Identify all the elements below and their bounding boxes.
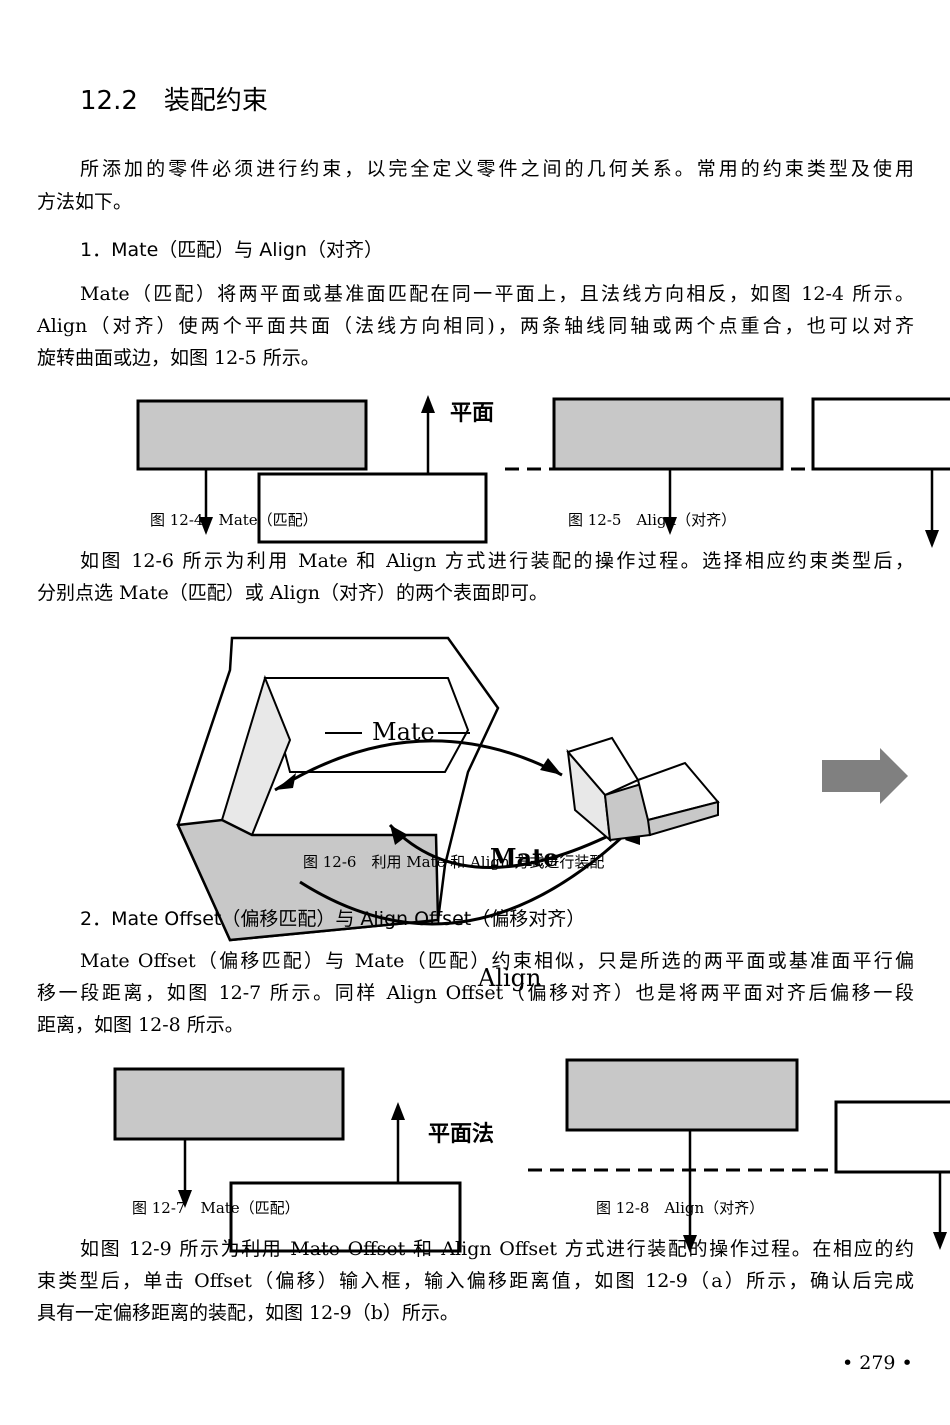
gray-plate bbox=[136, 399, 368, 471]
text-line: 具有一定偏移距离的装配，如图 12-9（b）所示。 bbox=[37, 1302, 459, 1324]
text-line: 旋转曲面或边，如图 12-5 所示。 bbox=[37, 347, 320, 369]
label-plane: 平面 bbox=[450, 400, 494, 426]
arrowhead-down bbox=[933, 1232, 947, 1250]
white-plate bbox=[229, 1181, 462, 1253]
gray-plate bbox=[552, 397, 784, 471]
white-plate bbox=[834, 1100, 950, 1174]
label-align: Align bbox=[477, 964, 542, 992]
white-plate bbox=[257, 472, 488, 544]
arrowhead-down bbox=[178, 1190, 192, 1208]
mate-arc bbox=[274, 739, 563, 792]
housing-top-face bbox=[263, 677, 470, 773]
text-line: 分别点选 Mate（匹配）或 Align（对齐）的两个表面即可。 bbox=[37, 582, 549, 604]
mate-arc-lower bbox=[388, 823, 631, 869]
text-line: 方法如下。 bbox=[37, 191, 133, 213]
text-line: 如图 12-6 所示为利用 Mate 和 Align 方式进行装配的操作过程。选… bbox=[80, 550, 914, 572]
arrowhead bbox=[540, 758, 562, 775]
page-number: • 279 • bbox=[842, 1352, 913, 1374]
text-line: 移一段距离，如图 12-7 所示。同样 Align Offset（偏移对齐）也是… bbox=[37, 982, 914, 1004]
figure-12-4-12-5: 平面 bbox=[136, 395, 950, 548]
arrowhead-down bbox=[663, 517, 677, 535]
arrowhead-down bbox=[683, 1235, 697, 1253]
text-line: 束类型后，单击 Offset（偏移）输入框，输入偏移距离值，如图 12-9（a）… bbox=[37, 1270, 914, 1292]
caption-fig-12-8: 图 12-8 Align（对齐） bbox=[596, 1199, 765, 1217]
caption-fig-12-4: 图 12-4 Mate（匹配） bbox=[150, 511, 318, 529]
arrowhead-up bbox=[391, 1102, 405, 1120]
text-line: Mate Offset（偏移匹配）与 Mate（匹配）约束相似，只是所选的两平面… bbox=[80, 950, 914, 972]
caption-fig-12-6: 图 12-6 利用 Mate 和 Align 方式进行装配 bbox=[303, 853, 605, 871]
subheading-offset: 2．Mate Offset（偏移匹配）与 Align Offset（偏移对齐） bbox=[80, 908, 586, 930]
subheading-mate-align: 1．Mate（匹配）与 Align（对齐） bbox=[80, 239, 383, 261]
text-line: 所添加的零件必须进行约束，以完全定义零件之间的几何关系。常用的约束类型及使用 bbox=[80, 158, 914, 180]
arrowhead bbox=[275, 773, 296, 790]
gray-plate bbox=[565, 1058, 799, 1132]
block-step-front bbox=[646, 800, 719, 837]
caption-fig-12-5: 图 12-5 Align（对齐） bbox=[568, 511, 737, 529]
arrowhead bbox=[390, 825, 408, 845]
text-line: 如图 12-9 所示为利用 Mate Offset 和 Align Offset… bbox=[80, 1238, 914, 1260]
housing-base-face bbox=[176, 818, 440, 942]
white-plate bbox=[811, 397, 950, 471]
arrowhead-down bbox=[925, 530, 939, 548]
figure-12-7-12-8: 平面法 bbox=[113, 1058, 950, 1253]
section-title: 12.2 装配约束 bbox=[80, 86, 268, 116]
arrowhead-up bbox=[421, 395, 435, 413]
text-line: 距离，如图 12-8 所示。 bbox=[37, 1014, 244, 1036]
align-arc bbox=[299, 818, 642, 926]
arrowhead-down bbox=[199, 517, 213, 535]
text-line: Mate（匹配）将两平面或基准面匹配在同一平面上，且法线方向相反，如图 12-4… bbox=[80, 283, 914, 305]
label-mate-bottom: Mate bbox=[490, 843, 558, 872]
label-plane-normal: 平面法 bbox=[428, 1121, 494, 1147]
figure-12-6: Mate Mate Align bbox=[176, 636, 908, 992]
gray-plate bbox=[113, 1067, 345, 1141]
text-line: Align（对齐）使两个平面共面（法线方向相同)，两条轴线同轴或两个点重合，也可… bbox=[37, 315, 914, 337]
next-step-arrow-icon bbox=[822, 748, 908, 804]
caption-fig-12-7: 图 12-7 Mate（匹配） bbox=[132, 1199, 300, 1217]
